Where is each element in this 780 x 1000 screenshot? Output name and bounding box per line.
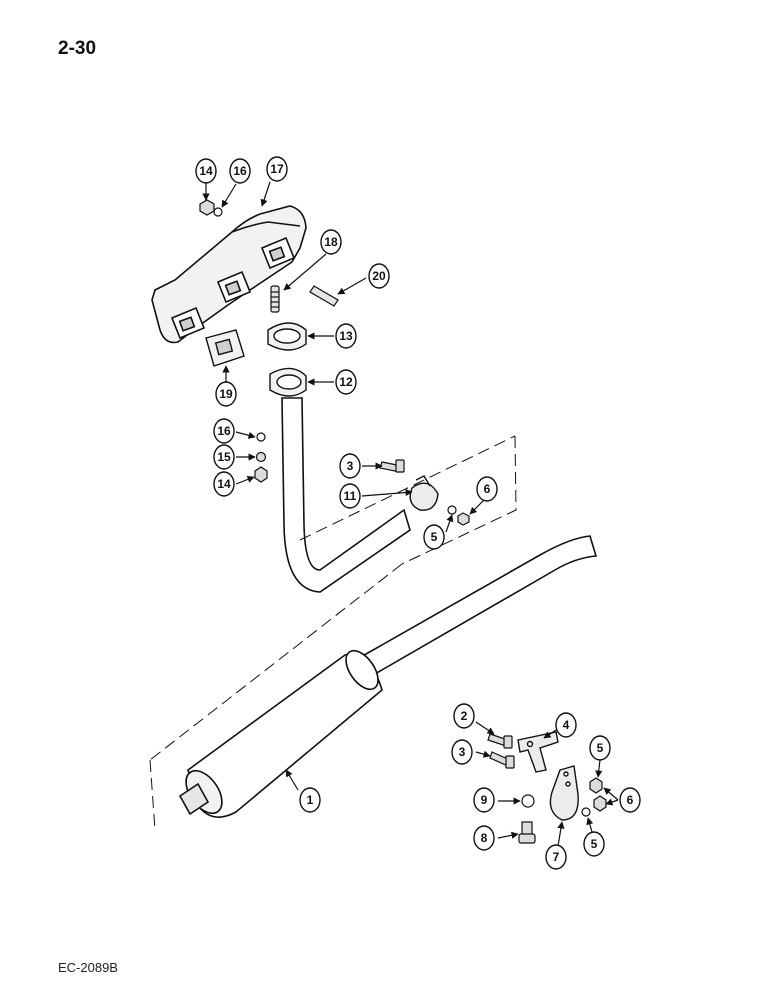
svg-text:11: 11 — [344, 489, 357, 503]
svg-text:5: 5 — [431, 530, 438, 544]
svg-text:14: 14 — [199, 164, 213, 178]
alignment-guide-lines — [149, 435, 517, 831]
callout-12: 12 — [335, 369, 357, 395]
lock-washer-5-clamp — [447, 505, 457, 515]
figure-code: EC-2089B — [58, 960, 118, 975]
callout-13: 13 — [335, 323, 357, 349]
svg-text:7: 7 — [553, 850, 560, 864]
lock-washer-9 — [521, 794, 535, 808]
callout-1: 1 — [299, 787, 321, 813]
pipe-flange-12 — [269, 367, 307, 397]
svg-text:17: 17 — [270, 162, 284, 176]
bolt-8 — [518, 821, 536, 844]
nut-6-lower — [593, 795, 607, 812]
muffler-clamp-7 — [549, 765, 579, 821]
callout-18: 18 — [320, 229, 342, 255]
callout-16-top: 16 — [229, 158, 251, 184]
callout-6-top: 6 — [476, 476, 498, 502]
svg-text:6: 6 — [484, 482, 491, 496]
svg-text:14: 14 — [217, 477, 231, 491]
washer-5-lower — [581, 807, 591, 817]
exhaust-downpipe — [281, 397, 411, 593]
nut-14 — [254, 466, 268, 483]
callout-11: 11 — [339, 483, 361, 509]
svg-text:9: 9 — [481, 793, 488, 807]
svg-text:16: 16 — [233, 164, 247, 178]
callout-8: 8 — [473, 825, 495, 851]
callout-14: 14 — [213, 471, 235, 497]
callout-5-top: 5 — [423, 524, 445, 550]
lock-washer-15 — [255, 451, 267, 463]
nut-6-clamp — [457, 512, 470, 526]
callout-6-right: 6 — [619, 787, 641, 813]
callout-5-right-lower: 5 — [583, 831, 605, 857]
callout-14-top: 14 — [195, 158, 217, 184]
callout-4: 4 — [555, 712, 577, 738]
stud-20 — [309, 285, 339, 307]
callout-19: 19 — [215, 381, 237, 407]
callout-15: 15 — [213, 444, 235, 470]
svg-text:6: 6 — [627, 793, 634, 807]
callout-leaders — [202, 181, 619, 847]
callout-3-bracket: 3 — [451, 739, 473, 765]
pipe-clamp-11 — [409, 475, 439, 511]
washer-16-top — [213, 207, 223, 217]
bolt-3-clamp — [379, 459, 405, 473]
page-number: 2-30 — [58, 38, 97, 59]
bolt-2-bracket — [487, 733, 513, 749]
svg-text:19: 19 — [219, 387, 233, 401]
nut-14-top — [199, 199, 215, 216]
nut-5-upper — [589, 777, 603, 794]
svg-text:5: 5 — [597, 741, 604, 755]
callout-20: 20 — [368, 263, 390, 289]
washer-16 — [256, 432, 266, 442]
svg-text:2: 2 — [461, 709, 468, 723]
callout-9: 9 — [473, 787, 495, 813]
svg-text:4: 4 — [563, 718, 570, 732]
svg-text:18: 18 — [324, 235, 338, 249]
svg-text:12: 12 — [339, 375, 353, 389]
svg-text:15: 15 — [217, 450, 231, 464]
exhaust-manifold — [151, 205, 307, 344]
mounting-bracket-4 — [517, 731, 559, 773]
callout-17: 17 — [266, 156, 288, 182]
svg-text:8: 8 — [481, 831, 488, 845]
svg-text:16: 16 — [217, 424, 231, 438]
svg-text:1: 1 — [307, 793, 314, 807]
callout-2: 2 — [453, 703, 475, 729]
svg-text:3: 3 — [459, 745, 466, 759]
svg-text:5: 5 — [591, 837, 598, 851]
muffler-and-tailpipe-1 — [178, 535, 598, 818]
bolt-3-bracket — [489, 751, 515, 769]
svg-text:20: 20 — [372, 269, 386, 283]
gasket-13 — [267, 322, 307, 351]
callout-5-right-upper: 5 — [589, 735, 611, 761]
stud-18 — [270, 285, 280, 313]
svg-text:3: 3 — [347, 459, 354, 473]
callout-3-clamp: 3 — [339, 453, 361, 479]
callout-16: 16 — [213, 418, 235, 444]
gasket-19 — [205, 329, 245, 367]
svg-text:13: 13 — [339, 329, 353, 343]
callout-7: 7 — [545, 844, 567, 870]
